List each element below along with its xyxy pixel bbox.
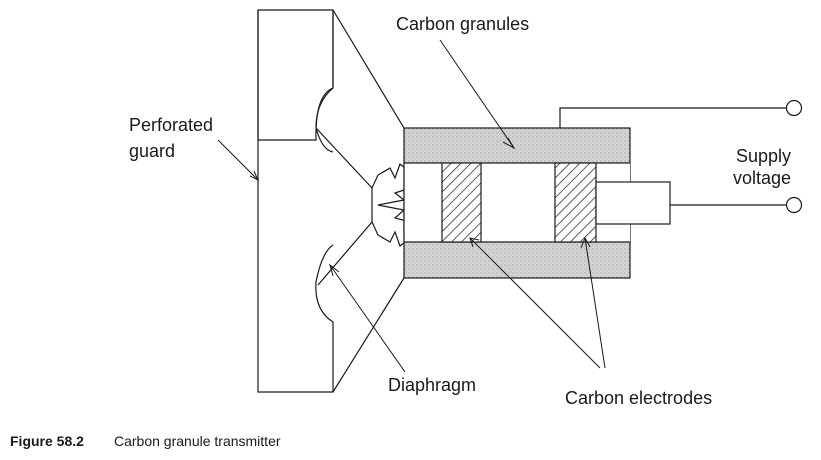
cone-top-outer bbox=[332, 9, 405, 129]
label-carbon-electrodes: Carbon electrodes bbox=[565, 388, 712, 408]
label-carbon-granules: Carbon granules bbox=[396, 14, 529, 34]
arrowhead-diaphragm bbox=[329, 263, 340, 277]
arrowhead-carbon-granules bbox=[502, 137, 516, 150]
label-diaphragm: Diaphragm bbox=[388, 375, 476, 395]
perforated-guard-body bbox=[257, 10, 334, 393]
perforated-guard bbox=[257, 9, 334, 141]
supply-terminal-top bbox=[785, 99, 803, 117]
arrowhead-electrode-left bbox=[469, 237, 480, 248]
arrowhead-electrode-right bbox=[580, 236, 591, 249]
left-electrode-holder bbox=[404, 163, 442, 242]
cone-bottom-inner bbox=[317, 221, 373, 286]
figure-caption: Carbon granule transmitter bbox=[114, 433, 281, 449]
cone-bottom-outer bbox=[332, 277, 405, 393]
cone-top-inner bbox=[315, 127, 373, 189]
arrowhead-perforated-guard bbox=[249, 170, 260, 182]
carbon-electrode-left bbox=[441, 162, 482, 243]
label-supply-line2: voltage bbox=[733, 168, 791, 188]
leader-electrode-right bbox=[584, 237, 606, 369]
perforated-guard-upper-recess bbox=[315, 10, 334, 153]
leader-electrode-left bbox=[469, 237, 601, 369]
label-supply-line1: Supply bbox=[736, 146, 791, 166]
figure-number: Figure 58.2 bbox=[10, 433, 84, 449]
electrode-chamber-gap bbox=[481, 163, 555, 242]
label-perforated-line2: guard bbox=[129, 141, 175, 161]
leader-perforated-guard bbox=[217, 139, 259, 181]
leader-diaphragm bbox=[329, 264, 406, 373]
label-perforated-line1: Perforated bbox=[129, 115, 213, 135]
supply-terminal-bottom bbox=[785, 196, 803, 214]
carbon-electrode-right bbox=[554, 162, 597, 243]
leader-carbon-granules bbox=[439, 39, 515, 149]
terminal-block bbox=[595, 181, 671, 225]
supply-wire-top bbox=[559, 107, 787, 128]
